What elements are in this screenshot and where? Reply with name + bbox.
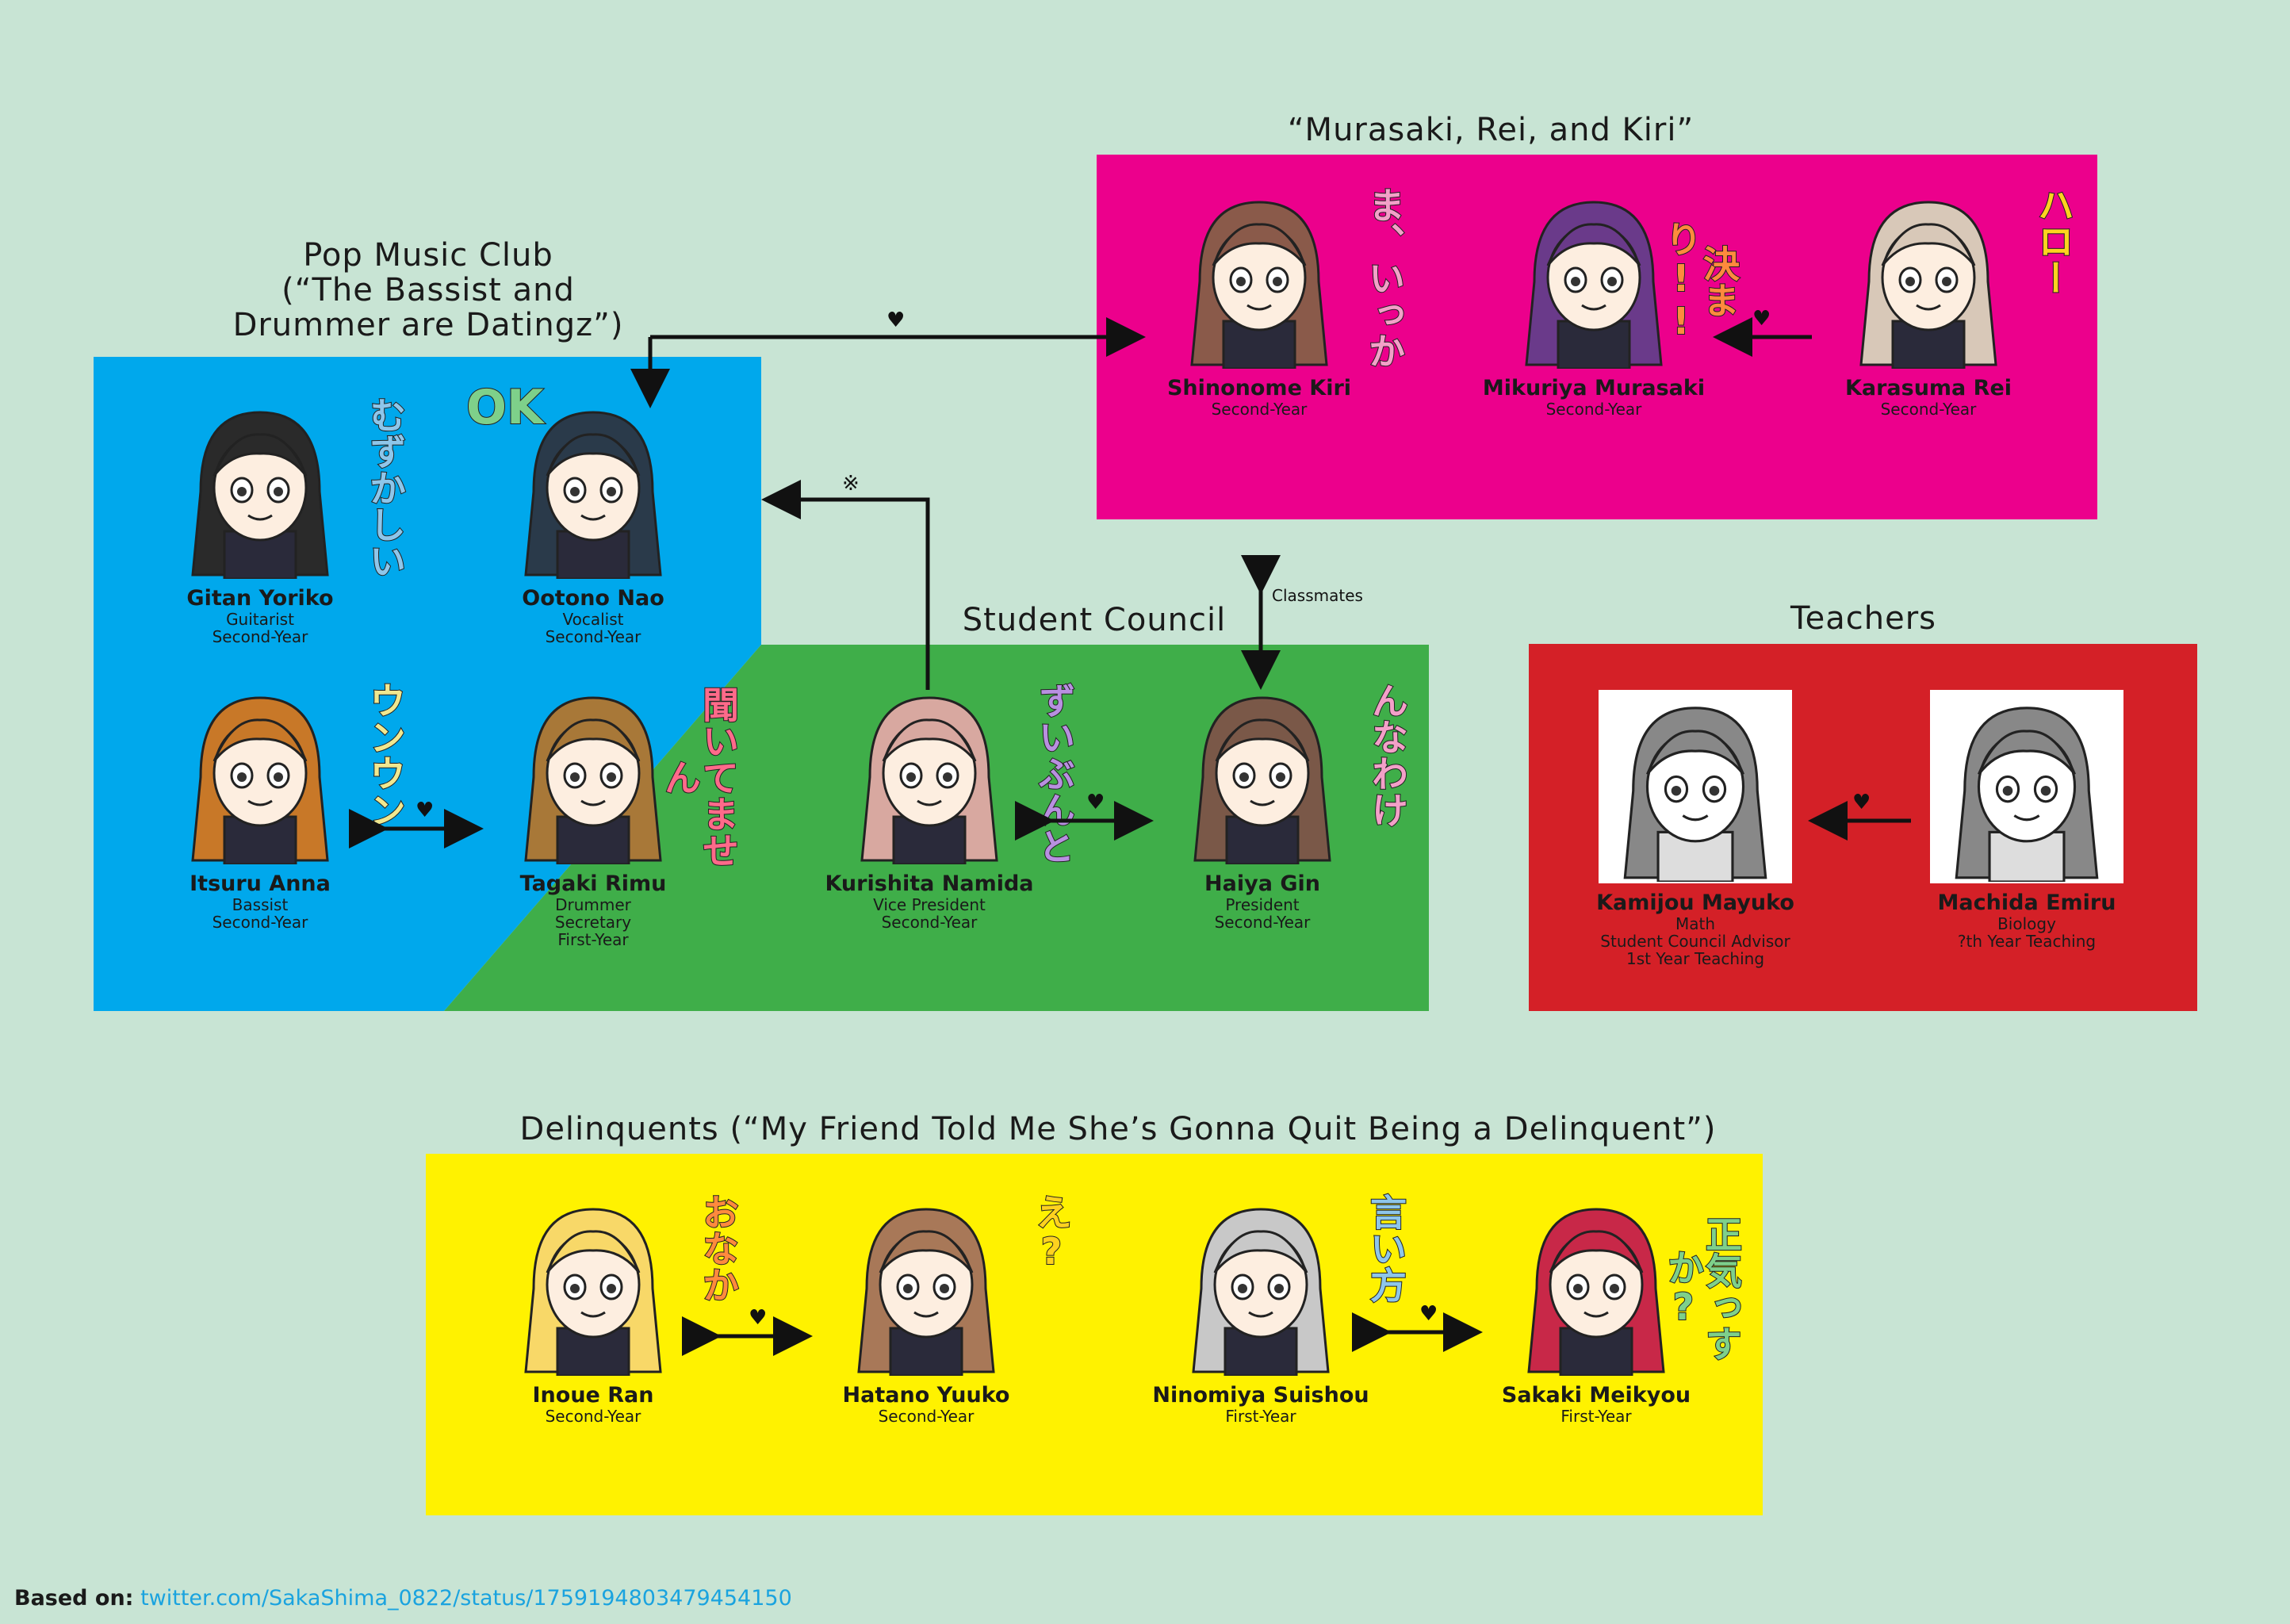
character-name: Karasuma Rei — [1844, 376, 2012, 400]
character-role: Second-Year — [1214, 913, 1311, 932]
character-role: Second-Year — [1880, 400, 1977, 419]
character-name: Kurishita Namida — [825, 871, 1034, 896]
character-tagline: 決まり!! — [1659, 220, 1741, 343]
character-role: Second-Year — [212, 627, 308, 646]
character-name: Hatano Yuuko — [842, 1383, 1010, 1408]
character-role: Drummer — [555, 895, 631, 914]
character-tagline: ウンウン — [363, 681, 408, 829]
group-title-pop-music-club: Pop Music Club (“The Bassist and Drummer… — [206, 238, 650, 343]
character-role: Guitarist — [226, 610, 294, 629]
character-tagline: 言い方 — [1364, 1193, 1408, 1304]
footer: Based on: twitter.com/SakaShima_0822/sta… — [14, 1586, 792, 1611]
character-tagline: 正気っすか? — [1661, 1215, 1744, 1362]
group-title-murasaki-rei-kiri: “Murasaki, Rei, and Kiri” — [1287, 112, 1695, 148]
character-tagline: え? — [1029, 1193, 1074, 1274]
character-name: Tagaki Rimu — [519, 871, 667, 896]
group-title-student-council: Student Council — [962, 602, 1227, 638]
teacher-portrait — [1599, 690, 1792, 883]
teacher-role: Student Council Advisor — [1600, 932, 1790, 951]
character-portrait — [502, 1193, 684, 1376]
character-tagline: ハロー — [2032, 186, 2076, 297]
character-portrait — [838, 682, 1021, 864]
character-tagline: 聞いてません — [658, 685, 741, 869]
character-tagline: むずかしい — [363, 396, 408, 580]
character-name: Inoue Ran — [532, 1383, 654, 1408]
character-role: Second-Year — [878, 1407, 975, 1426]
character-portrait — [169, 396, 351, 579]
character-tagline: おなか — [696, 1193, 741, 1304]
character-role: President — [1225, 895, 1300, 914]
character-portrait — [1171, 682, 1354, 864]
character-role: First-Year — [1560, 1407, 1632, 1426]
character-role: Second-Year — [881, 913, 978, 932]
teacher-name: Kamijou Mayuko — [1596, 891, 1794, 915]
teacher-role: 1st Year Teaching — [1626, 949, 1765, 968]
character-name: Shinonome Kiri — [1166, 376, 1352, 400]
character-portrait — [1505, 1193, 1687, 1376]
character-role: Vocalist — [562, 610, 624, 629]
teacher-name: Machida Emiru — [1937, 891, 2116, 915]
character-name: Haiya Gin — [1204, 871, 1320, 896]
teacher-role: Biology — [1997, 914, 2056, 933]
pop-subtitle-line-2: Drummer are Datingz”) — [232, 307, 624, 343]
footer-label: Based on: — [14, 1586, 134, 1611]
character-role: Second-Year — [545, 1407, 641, 1426]
character-role: Second-Year — [1211, 400, 1308, 419]
character-role: Second-Year — [1545, 400, 1642, 419]
character-role: Bassist — [232, 895, 289, 914]
character-portrait — [835, 1193, 1017, 1376]
character-role: Second-Year — [212, 913, 308, 932]
group-title-delinquents: Delinquents (“My Friend Told Me She’s Go… — [519, 1111, 1717, 1147]
character-role: Second-Year — [545, 627, 641, 646]
character-portrait — [1168, 186, 1350, 369]
character-name: Sakaki Meikyou — [1501, 1383, 1691, 1408]
character-portrait — [1837, 186, 2020, 369]
character-portrait — [502, 682, 684, 864]
character-role: First-Year — [1225, 1407, 1296, 1426]
character-tagline: OK — [465, 380, 544, 435]
character-name: Mikuriya Murasaki — [1482, 376, 1706, 400]
teacher-role: ?th Year Teaching — [1957, 932, 2097, 951]
character-tagline: んなわけ — [1365, 681, 1410, 829]
character-name: Ootono Nao — [522, 586, 664, 611]
group-title-teachers: Teachers — [1790, 600, 1936, 637]
pop-title-line: Pop Music Club — [303, 237, 553, 274]
character-portrait — [1503, 186, 1685, 369]
character-portrait — [502, 396, 684, 579]
character-role: First-Year — [557, 930, 629, 949]
character-tagline: ま、いっか — [1362, 186, 1407, 370]
character-role: Vice President — [873, 895, 986, 914]
character-role: Secretary — [554, 913, 632, 932]
source-link[interactable]: twitter.com/SakaShima_0822/status/175919… — [140, 1586, 792, 1611]
pop-subtitle-line-1: (“The Bassist and — [281, 272, 575, 308]
character-name: Itsuru Anna — [190, 871, 331, 896]
character-tagline: ずいぶんと — [1032, 681, 1077, 865]
character-portrait — [1170, 1193, 1352, 1376]
character-name: Ninomiya Suishou — [1152, 1383, 1369, 1408]
teacher-portrait — [1930, 690, 2123, 883]
character-portrait — [169, 682, 351, 864]
character-name: Gitan Yoriko — [186, 586, 334, 611]
teacher-role: Math — [1675, 914, 1716, 933]
